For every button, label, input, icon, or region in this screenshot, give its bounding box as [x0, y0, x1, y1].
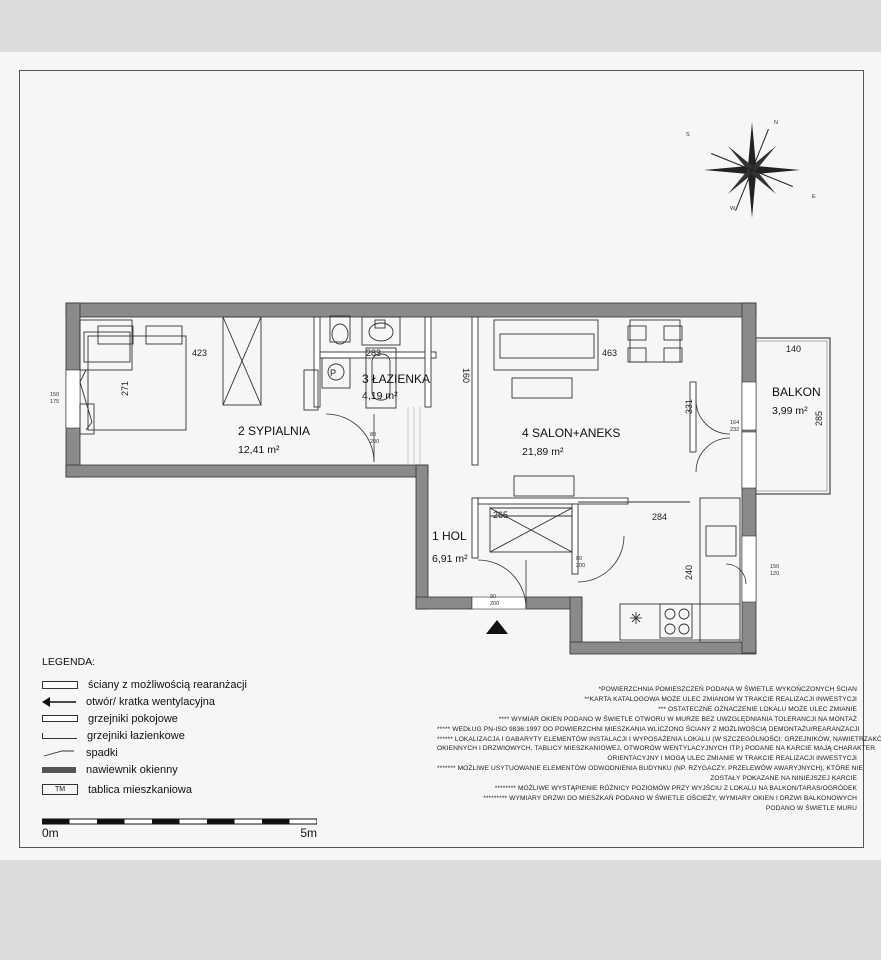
- window-bedroom: [65, 369, 81, 429]
- dim-door-bathroom-1: 200: [370, 439, 379, 445]
- legend-item-slope: spadki: [42, 744, 342, 761]
- drawing-frame: [19, 70, 864, 848]
- compass-e: E: [812, 194, 816, 200]
- dim-160: 160: [461, 368, 471, 383]
- bathroom-fixtures: [303, 315, 401, 411]
- dim-284: 284: [652, 512, 667, 522]
- fridge-icon: [630, 612, 642, 624]
- room-lazienka-name: 3 ŁAZIENKA: [362, 372, 430, 386]
- room-sypialnia-area: 12,41 m²: [238, 444, 280, 456]
- arrow-left-icon: [42, 696, 76, 707]
- dim-window-balcony-1: 232: [730, 427, 739, 433]
- dim-265: 265: [493, 510, 508, 520]
- window-kitchen: [741, 535, 757, 603]
- note-line: *** OSTATECZNE OZNACZENIE LOKALU MOŻE UL…: [658, 705, 857, 713]
- room-hol-name: 1 HOL: [432, 529, 467, 543]
- legend: LEGENDA: ściany z możliwością rearanżacj…: [42, 656, 342, 798]
- dim-331: 331: [684, 399, 694, 414]
- inner-walls: [313, 316, 697, 575]
- scale-end-label: 5m: [300, 826, 317, 840]
- kitchen-cabinets: [619, 497, 741, 643]
- dim-283: 283: [366, 348, 381, 358]
- compass-s: S: [686, 132, 690, 138]
- legend-item-vent: otwór/ kratka wentylacyjna: [42, 693, 342, 710]
- dim-423: 423: [192, 348, 207, 358]
- note-line: ****** LOKALIZACJA I GABARYTY ELEMENTÓW …: [437, 735, 881, 743]
- note-line: *POWIERZCHNIA POMIESZCZEŃ PODANA W ŚWIET…: [598, 686, 857, 693]
- salon-furniture: [489, 319, 690, 553]
- notes: *POWIERZCHNIA POMIESZCZEŃ PODANA W ŚWIET…: [437, 685, 881, 814]
- legend-walls-label: ściany z możliwością rearanżacji: [88, 678, 247, 691]
- legend-panel-label: tablica mieszkaniowa: [88, 783, 192, 796]
- window-vent-icon: [42, 766, 76, 773]
- room-balkon-name: BALKON: [772, 385, 821, 399]
- dim-271: 271: [120, 381, 130, 396]
- room-balkon-area: 3,99 m²: [772, 405, 808, 417]
- dim-140: 140: [786, 344, 801, 354]
- compass-rose-icon: N E S W: [686, 120, 816, 218]
- legend-tm: TM: [54, 786, 66, 793]
- radiator-room-icon: [42, 715, 78, 722]
- hatched-floor-area: [407, 407, 421, 465]
- legend-title: LEGENDA:: [42, 656, 96, 668]
- dim-window-bedroom-0: 150: [50, 392, 59, 398]
- note-line: ***** WEDŁUG PN-ISO 9836:1997 DO POWIERZ…: [437, 725, 860, 733]
- note-line: **** WYMIAR OKIEN PODANO W ŚWIETLE OTWOR…: [498, 715, 857, 723]
- legend-item-walls: ściany z możliwością rearanżacji: [42, 676, 342, 693]
- dim-window-bedroom-1: 175: [50, 399, 59, 405]
- dim-285: 285: [814, 411, 824, 426]
- floor-plan-sheet: N E S W: [0, 52, 881, 860]
- legend-item-panel: TM tablica mieszkaniowa: [42, 781, 342, 798]
- note-line: ******** MOŻLIWE WYSTĄPIENIE RÓŻNICY POZ…: [494, 785, 857, 793]
- legend-radiator-bath-label: grzejniki łazienkowe: [87, 729, 185, 742]
- legend-item-radiator-room: grzejniki pokojowe: [42, 710, 342, 727]
- note-line: **KARTA KATALOGOWA MOŻE ULEC ZMIANOM W T…: [584, 695, 857, 703]
- dim-door-entrance-1: 200: [490, 601, 499, 607]
- scale-bar-graphic: [42, 818, 317, 825]
- pump-symbol-p: P: [330, 368, 336, 378]
- note-line: OKIENNYCH I DRZWIOWYCH, TABLICY MIESZKAN…: [437, 745, 876, 753]
- dim-door-salon-1: 200: [576, 563, 585, 569]
- scale-start-label: 0m: [42, 826, 59, 840]
- entrance-arrow-icon: [486, 620, 508, 634]
- dim-door-salon-0: 80: [576, 556, 582, 562]
- dim-window-kitchen-1: 120: [770, 571, 779, 577]
- legend-vent-label: otwór/ kratka wentylacyjna: [86, 695, 215, 708]
- room-salon-area: 21,89 m²: [522, 446, 564, 458]
- room-sypialnia-name: 2 SYPIALNIA: [238, 424, 310, 438]
- legend-item-radiator-bath: grzejniki łazienkowe: [42, 727, 342, 744]
- dim-door-bathroom-0: 80: [370, 432, 376, 438]
- dim-240: 240: [684, 565, 694, 580]
- bedroom-furniture: [79, 316, 262, 435]
- room-hol-area: 6,91 m²: [432, 553, 468, 565]
- doors: [325, 399, 747, 609]
- note-line: ********* WYMIARY DRZWI DO MIESZKAŃ PODA…: [483, 794, 857, 802]
- note-line: ORIENTACYJNY I MOGĄ ULEC ZMIANIE W TRAKC…: [607, 755, 857, 763]
- panel-icon: TM: [42, 784, 78, 795]
- legend-radiator-room-label: grzejniki pokojowe: [88, 712, 178, 725]
- dim-door-entrance-0: 90: [490, 594, 496, 600]
- window-balcony-bottom: [741, 431, 757, 489]
- note-line: ZOSTAŁY POKAZANE NA NINIEJSZEJ KARCIE: [710, 775, 857, 783]
- legend-wall-symbol: [42, 680, 78, 689]
- floor-plan: N E S W: [50, 120, 831, 655]
- window-balcony-top: [741, 381, 757, 431]
- radiator-bath-icon: [42, 732, 77, 739]
- room-lazienka-area: 4,19 m²: [362, 390, 398, 402]
- room-salon-name: 4 SALON+ANEKS: [522, 426, 620, 440]
- slope-icon: [42, 748, 76, 758]
- dim-window-kitchen-0: 150: [770, 564, 779, 570]
- compass-n: N: [774, 120, 778, 126]
- legend-slope-label: spadki: [86, 746, 118, 759]
- scale-bar: 0m 5m: [42, 818, 317, 840]
- dim-463: 463: [602, 348, 617, 358]
- compass-w: W: [730, 206, 736, 212]
- note-line: PODANO W ŚWIETLE MURU: [765, 804, 857, 812]
- legend-item-window-vent: nawiewnik okienny: [42, 761, 342, 778]
- legend-window-vent-label: nawiewnik okienny: [86, 763, 178, 776]
- note-line: ******* MOŻLIWE USYTUOWANIE ELEMENTÓW OD…: [437, 765, 863, 773]
- dim-window-balcony-0: 164: [730, 420, 739, 426]
